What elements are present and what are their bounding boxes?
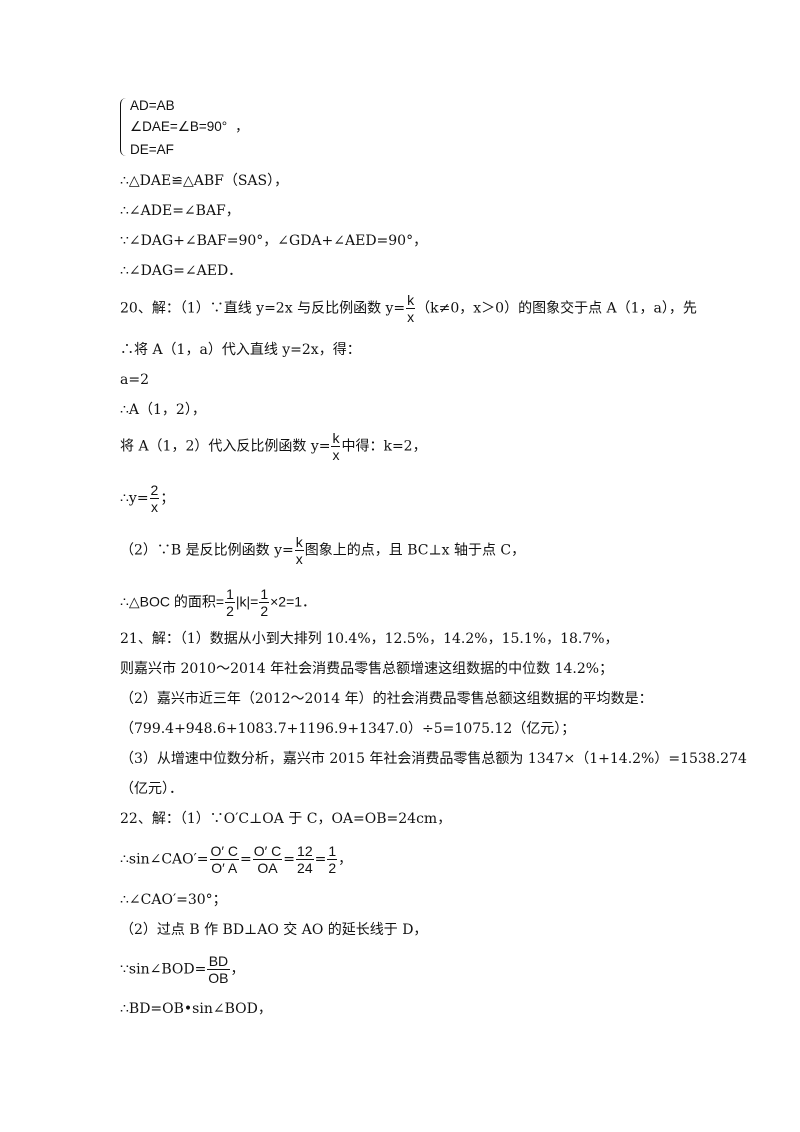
frac-den: OB: [208, 970, 229, 986]
q20-intro-tail: （k≠0，x＞0）的图象交于点 A（1，a），先: [416, 300, 697, 317]
frac-num: 1: [225, 586, 235, 603]
frac-num: 1: [327, 843, 338, 860]
frac-num: O′ C: [252, 843, 283, 860]
line-q21-part2: （2）嘉兴市近三年（2012～2014 年）的社会消费品零售总额这组数据的平均数…: [120, 691, 653, 707]
system-row-2: ∠DAE=∠B=90° ，: [130, 118, 249, 136]
area-tail: ×2=1．: [270, 593, 317, 610]
line-angle-sum: ∵∠DAG+∠BAF=90°，∠GDA+∠AED=90°，: [120, 233, 428, 249]
sin-bod-text: ∵sin∠BOD=: [120, 961, 207, 978]
y-equals-tail: ；: [160, 490, 175, 507]
system-row-2-tail: ，: [235, 119, 249, 134]
frac-num: 12: [296, 843, 314, 860]
equals-sign: =: [283, 851, 296, 868]
substitute-k-tail: 中得：k=2，: [341, 438, 427, 455]
system-row-2-text: ∠DAE=∠B=90°: [130, 119, 228, 134]
line-angle-dag: ∴∠DAG=∠AED．: [120, 263, 243, 279]
sin-cao-text: ∴sin∠CAO′=: [120, 851, 209, 868]
substitute-k-text: 将 A（1，2）代入反比例函数 y=: [120, 438, 331, 455]
frac-den: x: [295, 551, 303, 567]
frac-den: 2: [226, 603, 234, 619]
frac-num: 1: [259, 586, 270, 603]
part2-text: （2）∵B 是反比例函数 y=: [120, 542, 294, 559]
sin-cao-tail: ，: [338, 851, 353, 868]
line-substitute-a: ∴将 A（1，a）代入直线 y=2x，得：: [120, 342, 361, 358]
frac-num: k: [406, 292, 416, 309]
line-q21-average: （799.4+948.6+1083.7+1196.9+1347.0）÷5=107…: [120, 721, 576, 737]
frac-num: BD: [207, 953, 230, 970]
q20-intro-text: 20、解：（1）∵直线 y=2x 与反比例函数 y=: [120, 300, 406, 317]
frac-den: O′ A: [211, 860, 238, 876]
area-mid: |k|=: [235, 593, 259, 610]
line-a-equals: a=2: [120, 372, 149, 388]
line-angle-ade: ∴∠ADE=∠BAF，: [120, 203, 240, 219]
frac-den: 2: [260, 603, 269, 619]
y-equals-text: ∴y=: [120, 490, 149, 507]
line-congruent: ∴△DAE≌△ABF（SAS），: [120, 173, 289, 189]
line-q22-part2: （2）过点 B 作 BD⊥AO 交 AO 的延长线于 D，: [120, 922, 428, 938]
line-q21-part3: （3）从增速中位数分析，嘉兴市 2015 年社会消费品零售总额为 1347×（1…: [120, 751, 747, 767]
line-point-a: ∴A（1，2），: [120, 402, 206, 418]
line-bd-equals: ∴BD=OB•sin∠BOD，: [120, 1001, 272, 1017]
equals-sign: =: [314, 851, 327, 868]
system-row-1: AD=AB: [130, 98, 175, 113]
line-q21-median: 则嘉兴市 2010～2014 年社会消费品零售总额增速这组数据的中位数 14.2…: [120, 661, 614, 677]
line-q21-sorted: 21、解：（1）数据从小到大排列 10.4%，12.5%，14.2%，15.1%…: [120, 631, 619, 647]
frac-num: k: [331, 430, 341, 447]
frac-den: x: [332, 447, 340, 463]
line-q21-unit: （亿元）．: [120, 781, 183, 797]
frac-den: OA: [257, 860, 278, 876]
frac-den: x: [407, 309, 415, 325]
frac-den: 2: [328, 860, 337, 876]
frac-num: k: [294, 534, 304, 551]
frac-den: x: [150, 499, 158, 515]
part2-tail: 图象上的点，且 BC⊥x 轴于点 C，: [304, 542, 526, 559]
frac-num: O′ C: [209, 843, 240, 860]
area-text: ∴△BOC 的面积=: [120, 593, 225, 610]
frac-den: 24: [297, 860, 313, 876]
system-row-3: DE=AF: [130, 142, 174, 157]
frac-num: 2: [149, 482, 160, 499]
system-brace: [120, 98, 128, 156]
sin-bod-tail: ，: [230, 961, 245, 978]
equals-sign: =: [240, 851, 252, 868]
line-q22-intro: 22、解：（1）∵O′C⊥OA 于 C，OA=OB=24cm，: [120, 811, 452, 827]
line-angle-30: ∴∠CAO′=30°；: [120, 892, 227, 908]
